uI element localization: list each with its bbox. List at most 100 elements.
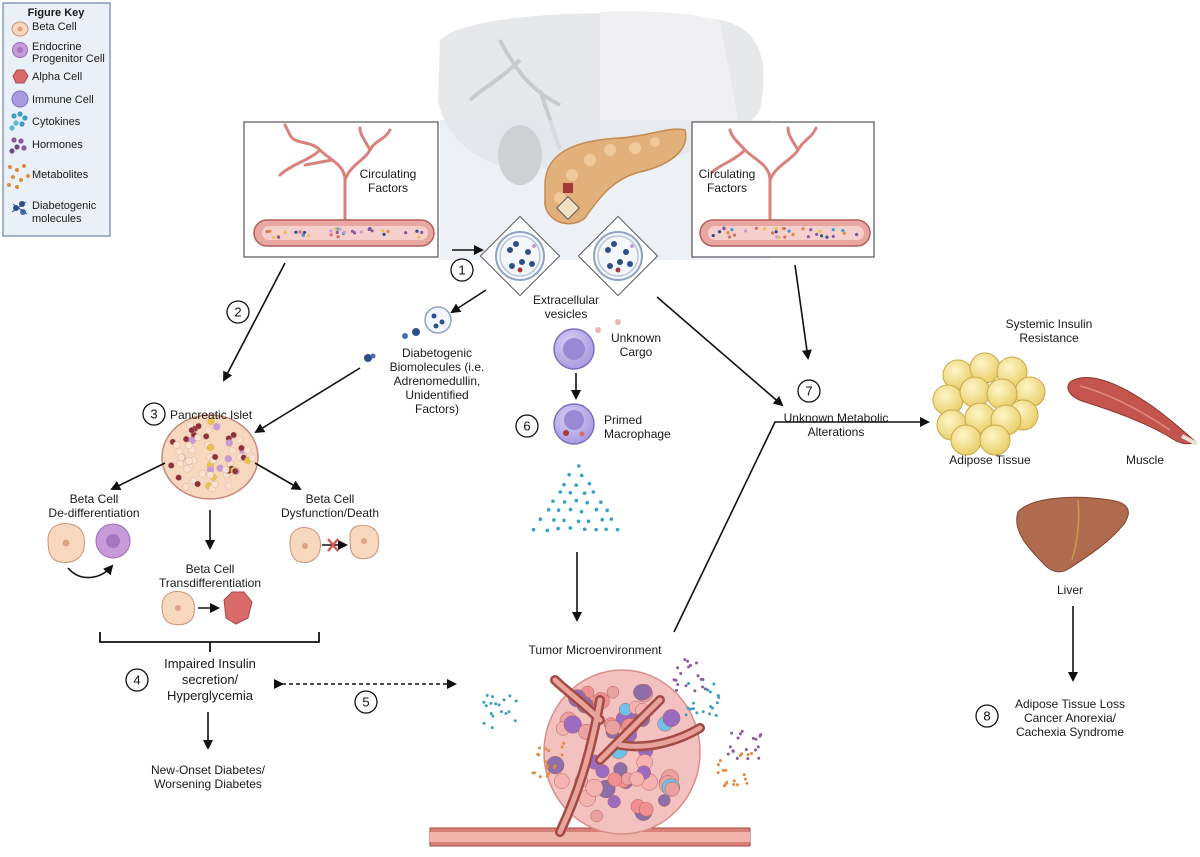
cachexia-label: Adipose Tissue Loss Cancer Anorexia/ Cac… xyxy=(1015,697,1125,739)
beta-dysfunction-label: Beta Cell Dysfunction/Death xyxy=(281,492,379,520)
step-marker-7: 7 xyxy=(797,379,821,403)
svg-text:3: 3 xyxy=(150,407,157,422)
svg-text:Unknown Metabolic: Unknown Metabolic xyxy=(784,411,889,425)
svg-text:5: 5 xyxy=(362,695,369,710)
svg-text:Beta Cell: Beta Cell xyxy=(70,492,119,506)
extracellular-vesicle-left xyxy=(479,215,561,297)
svg-text:Resistance: Resistance xyxy=(1019,331,1079,345)
svg-text:7: 7 xyxy=(805,384,812,399)
beta-dysfunction-cells xyxy=(289,524,380,563)
adipose-tissue-illustration xyxy=(932,352,1046,456)
circulating-factors-left-panel: Circulating Factors xyxy=(243,121,439,258)
liver-illustration xyxy=(1016,496,1129,573)
immune-cell-unprimed xyxy=(553,319,621,370)
circulating-factors-right-panel: Circulating Factors xyxy=(691,121,875,258)
primed-macrophage-label: Primed Macrophage xyxy=(604,413,671,441)
step-marker-5: 5 xyxy=(354,690,378,714)
figure-key-label: Diabetogenic xyxy=(32,200,97,212)
svg-text:Beta Cell: Beta Cell xyxy=(186,562,235,576)
figure-key-label: molecules xyxy=(32,213,82,225)
svg-text:Alterations: Alterations xyxy=(808,425,865,439)
figure-key-label: Cytokines xyxy=(32,116,81,128)
svg-text:Cancer Anorexia/: Cancer Anorexia/ xyxy=(1024,711,1117,725)
svg-text:Cachexia Syndrome: Cachexia Syndrome xyxy=(1016,725,1124,739)
beta-dediff-label: Beta Cell De-differentiation xyxy=(48,492,139,520)
progenitor-cell-icon xyxy=(12,42,28,58)
beta-transdiff-cells xyxy=(161,591,253,626)
released-vesicles xyxy=(364,306,452,362)
step-marker-8: 8 xyxy=(975,704,999,728)
figure-key-label: Beta Cell xyxy=(32,21,77,33)
step-marker-3: 3 xyxy=(142,402,166,426)
muscle-label: Muscle xyxy=(1126,453,1164,467)
svg-text:Tumor Microenvironment: Tumor Microenvironment xyxy=(529,643,663,657)
svg-text:Muscle: Muscle xyxy=(1126,453,1164,467)
svg-text:Impaired Insulin: Impaired Insulin xyxy=(164,656,256,671)
alpha-cell-icon xyxy=(12,69,29,84)
circulating-particles-left xyxy=(265,227,424,239)
svg-text:Biomolecules (i.e.: Biomolecules (i.e. xyxy=(390,360,485,374)
svg-text:Cargo: Cargo xyxy=(620,345,653,359)
figure-key-label: Hormones xyxy=(32,139,83,151)
cytokines-icon xyxy=(9,111,28,131)
svg-text:Circulating: Circulating xyxy=(360,167,417,181)
svg-text:Unknown: Unknown xyxy=(611,331,661,345)
circulating-particles-right xyxy=(711,226,859,240)
figure-key-label: Endocrine xyxy=(32,41,82,53)
svg-text:Adipose Tissue: Adipose Tissue xyxy=(949,453,1031,467)
figure-key-panel: Figure Key Beta CellEndocrineProgenitor … xyxy=(2,2,111,237)
muscle-illustration xyxy=(1067,377,1198,446)
step-marker-4: 4 xyxy=(125,668,149,692)
immune-cell-icon xyxy=(11,90,29,108)
beta-transdiff-label: Beta Cell Transdifferentiation xyxy=(159,562,261,590)
unknown-cargo-label: Unknown Cargo xyxy=(611,331,661,359)
svg-text:Factors: Factors xyxy=(368,181,408,195)
new-onset-diabetes-label: New-Onset Diabetes/ Worsening Diabetes xyxy=(151,763,266,791)
svg-text:Diabetogenic: Diabetogenic xyxy=(402,346,472,360)
svg-text:De-differentiation: De-differentiation xyxy=(48,506,139,520)
diabetogenic-biomolecules-label: Diabetogenic Biomolecules (i.e. Adrenome… xyxy=(390,346,485,416)
adipose-tissue-label: Adipose Tissue xyxy=(949,453,1031,467)
svg-text:Factors): Factors) xyxy=(415,402,459,416)
figure-key-label: Alpha Cell xyxy=(32,71,82,83)
tumor-microenvironment-label: Tumor Microenvironment xyxy=(529,643,663,657)
svg-text:Transdifferentiation: Transdifferentiation xyxy=(159,576,261,590)
svg-text:Primed: Primed xyxy=(604,413,642,427)
svg-text:1: 1 xyxy=(458,263,465,278)
primed-macrophage xyxy=(553,403,595,445)
svg-text:Circulating: Circulating xyxy=(699,167,756,181)
figure-key-title: Figure Key xyxy=(28,7,86,19)
pancreatic-islet xyxy=(161,414,259,500)
svg-text:New-Onset Diabetes/: New-Onset Diabetes/ xyxy=(151,763,266,777)
svg-text:8: 8 xyxy=(983,709,990,724)
impaired-insulin-label: Impaired Insulin secretion/ Hyperglycemi… xyxy=(164,656,256,703)
tumor-microenvironment xyxy=(429,658,763,847)
extracellular-vesicles-label: Extracellular vesicles xyxy=(533,293,599,321)
svg-text:Adrenomedullin,: Adrenomedullin, xyxy=(394,374,481,388)
diabetogenic-molecules-icon xyxy=(11,201,28,215)
circulating-label-right: Circulating Factors xyxy=(699,167,756,195)
circulating-label-left: Circulating Factors xyxy=(360,167,417,195)
pancreatic-islet-label: Pancreatic Islet xyxy=(170,408,253,422)
svg-text:2: 2 xyxy=(234,305,241,320)
svg-text:Beta Cell: Beta Cell xyxy=(306,492,355,506)
figure-key-label: Metabolites xyxy=(32,169,89,181)
step-marker-6: 6 xyxy=(515,414,539,438)
hormones-icon xyxy=(9,137,27,154)
svg-text:Systemic Insulin: Systemic Insulin xyxy=(1006,317,1093,331)
metabolites-icon xyxy=(7,164,30,189)
step-marker-2: 2 xyxy=(226,300,250,324)
liver-label: Liver xyxy=(1057,583,1083,597)
extracellular-vesicle-right xyxy=(577,215,659,297)
svg-text:Worsening Diabetes: Worsening Diabetes xyxy=(154,777,262,791)
svg-text:vesicles: vesicles xyxy=(545,307,588,321)
step-marker-1: 1 xyxy=(450,258,474,282)
unknown-metabolic-label: Unknown Metabolic Alterations xyxy=(784,411,889,439)
svg-text:Adipose Tissue Loss: Adipose Tissue Loss xyxy=(1015,697,1125,711)
svg-text:Pancreatic Islet: Pancreatic Islet xyxy=(170,408,253,422)
svg-text:Factors: Factors xyxy=(707,181,747,195)
systemic-insulin-label: Systemic Insulin Resistance xyxy=(1006,317,1093,345)
